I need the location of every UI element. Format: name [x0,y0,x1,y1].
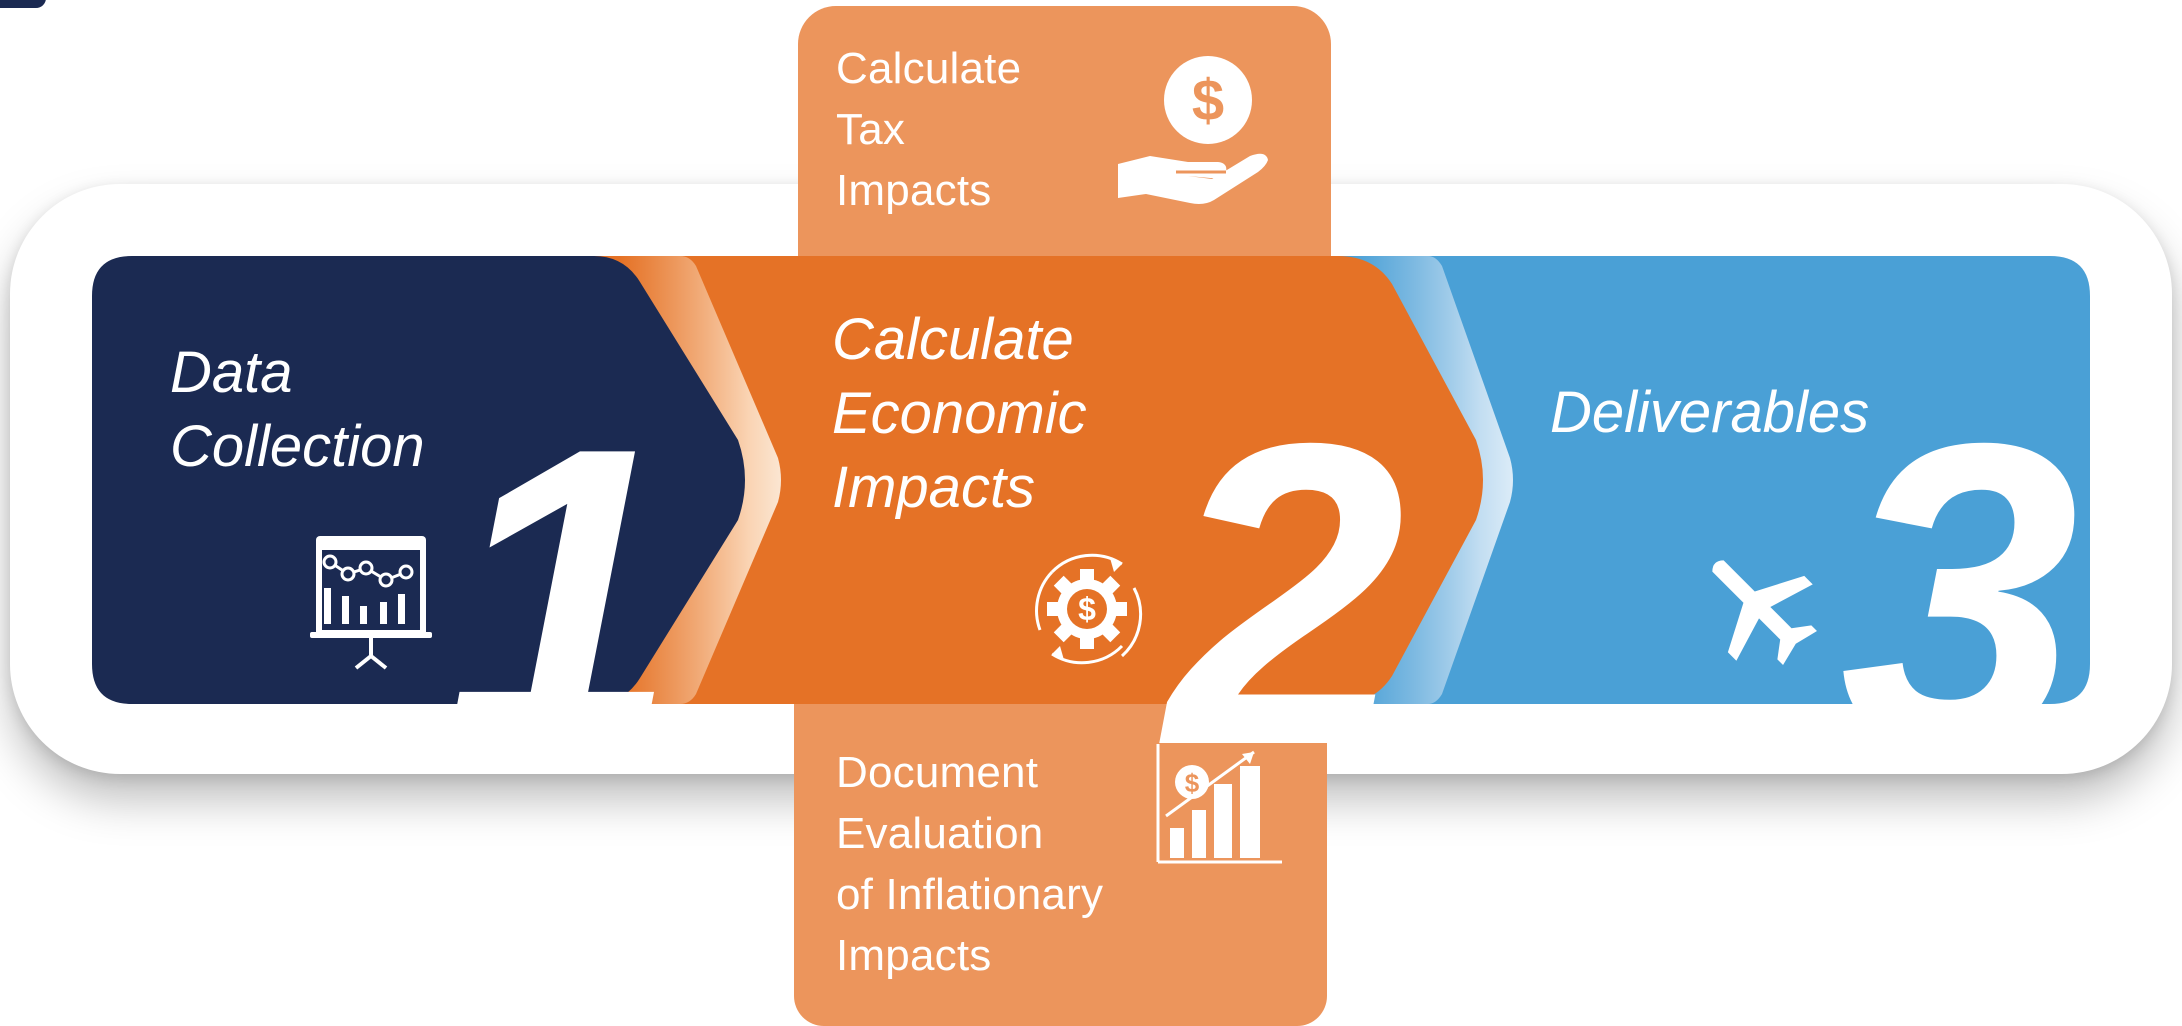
tax-impacts-label: Calculate Tax Impacts [836,44,1022,215]
step-3-label: Deliverables [1550,380,1870,445]
gear-dollar-cycle-icon: $ [1035,553,1143,665]
step-1-arrow [92,256,745,704]
step-2-number: 2 [1166,355,1406,835]
step-2-label: Calculate Economic Impacts [832,307,1087,520]
step-3-number: 3 [1840,355,2080,835]
svg-text:$: $ [1078,591,1096,627]
svg-text:$: $ [1185,768,1200,798]
step-1-number: 1 [444,361,677,828]
presentation-chart-icon [310,536,432,670]
svg-text:$: $ [1192,68,1224,133]
step-2-arrow [560,256,1483,704]
step-1-label: Data Collection [170,340,425,479]
hand-dollar-coin-icon: $ [1118,56,1268,204]
inflationary-impacts-card: Document Evaluation of Inflationary Impa… [794,650,1327,1026]
inflationary-impacts-label: Document Evaluation of Inflationary Impa… [836,748,1104,980]
airplane-icon [1712,560,1817,665]
top-edge-shape [0,0,46,8]
dollar-growth-chart-icon: $ [1156,744,1282,864]
step-3-arrow [1290,256,2090,704]
